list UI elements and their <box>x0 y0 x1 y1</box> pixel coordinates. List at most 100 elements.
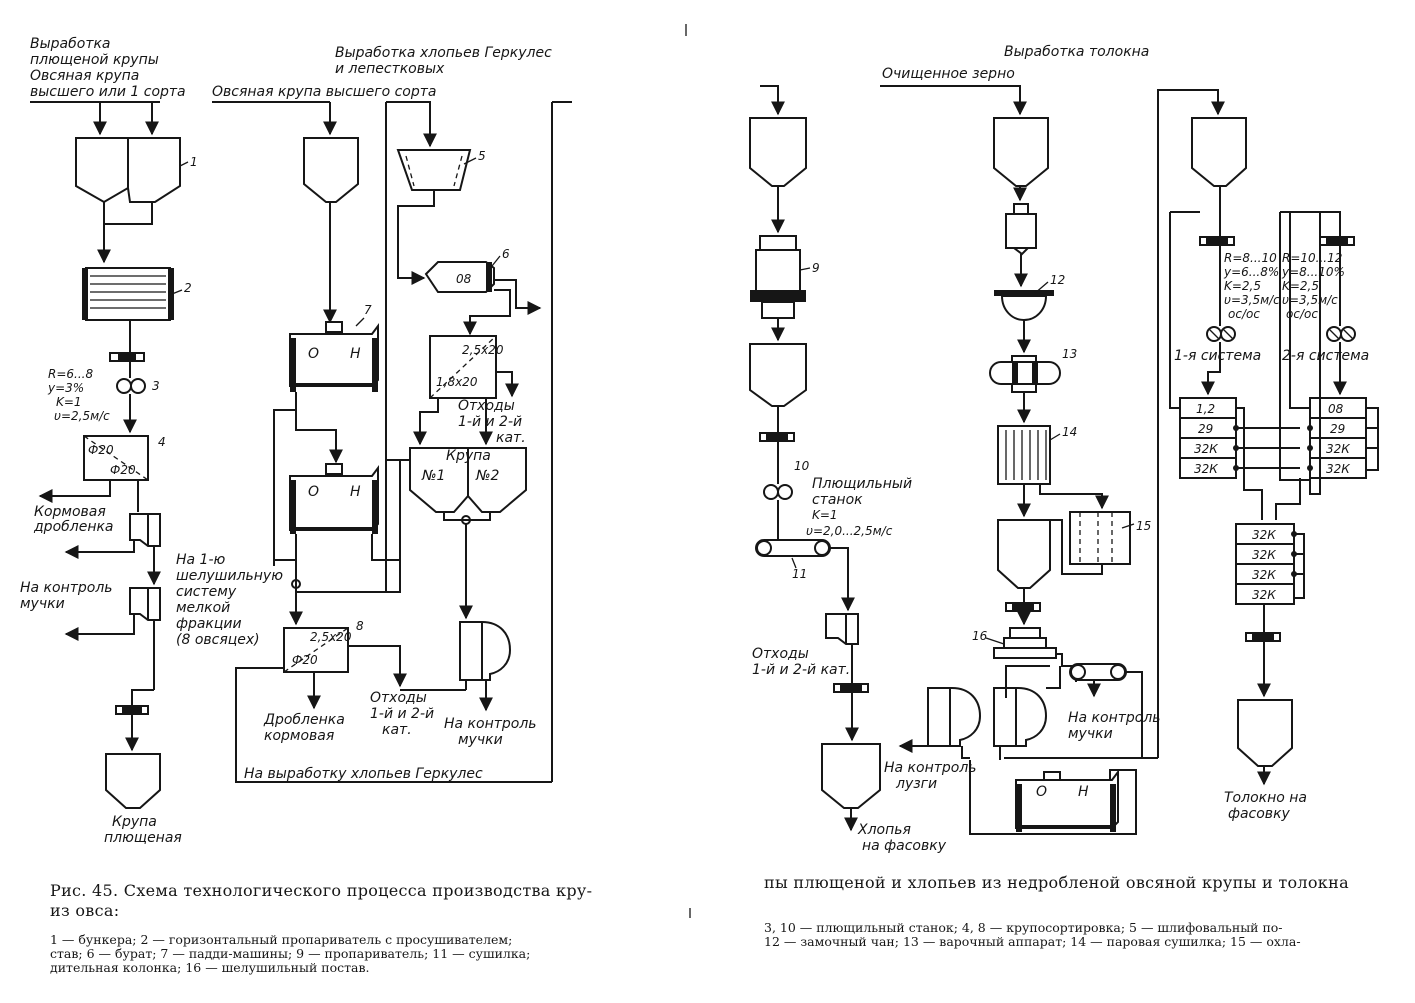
diagram-label: Н <box>1078 784 1089 800</box>
steam-dryer-14: 14 <box>997 425 1109 518</box>
diagram-label: На контроль <box>1068 710 1161 726</box>
bunker-grits: Крупа №1 №2 <box>386 447 527 620</box>
diagram-label: и лепестковых <box>335 61 445 77</box>
diagram-label: 1-я система <box>1174 348 1261 364</box>
diagram-label: 32К <box>1252 568 1276 582</box>
diagram-label: R=6...8 <box>48 367 93 381</box>
diagram-label: дробленка <box>33 519 114 535</box>
horizontal-steamer-2: 2 <box>82 267 192 352</box>
diagram-label: на фасовку <box>862 838 947 854</box>
waste-8-label: Отходы 1-й и 2-й кат. <box>370 690 434 738</box>
sifter-2: 08 29 32К 32К <box>1275 211 1379 520</box>
diagram-label: K=1 <box>812 508 838 522</box>
item-number-label: 5 <box>478 149 486 163</box>
diagram-label: 2,5х20 <box>310 630 352 644</box>
diagram-label: №2 <box>475 468 500 484</box>
diagram-label: Выработка <box>30 36 111 52</box>
diagram-label: высшего или 1 сорта <box>30 84 186 100</box>
diagram-label: плющеной крупы <box>30 52 159 68</box>
aspirator-flakes <box>825 613 869 742</box>
bunker-tolokno-top <box>1157 89 1247 758</box>
diagram-label: υ=2,0...2,5м/с <box>806 524 893 538</box>
item-number-label: 14 <box>1062 425 1077 439</box>
diagram-label: Ф20 <box>88 443 114 457</box>
item-number-label: 13 <box>1062 347 1077 361</box>
diagram-label: систему <box>176 584 237 600</box>
diagram-label: R=8...10 <box>1224 251 1277 265</box>
paddy-machine-7-lower: О Н <box>274 460 401 626</box>
roll-system-1: R=8...10 y=6...8% K=2,5 υ=3,5м/с ос/ос 1… <box>1174 236 1280 396</box>
diagram-label: На контроль <box>884 760 977 776</box>
diagram-label: Дробленка <box>263 712 345 728</box>
diagram-label: K=2,5 <box>1224 279 1261 293</box>
diagram-label: 08 <box>1328 402 1344 416</box>
item-number-label: 11 <box>792 567 807 581</box>
diagram-label: 12 — замочный чан; 13 — варочный аппарат… <box>764 934 1301 949</box>
sifter-1: 1,2 29 32К 32К <box>1179 397 1300 520</box>
input-cleaned-grain: Очищенное зерно <box>882 66 1015 82</box>
diagram-label: 29 <box>1198 422 1213 436</box>
flattening-mill-10: 10 Плющильный станок K=1 υ=2,0...2,5м/с <box>763 459 912 540</box>
waste-right-label: Отходы 1-й и 2-й кат. <box>752 646 850 678</box>
diagram-label: 32К <box>1194 462 1218 476</box>
diagram-label: Рис. 45. Схема технологического процесса… <box>50 881 592 900</box>
diagram-label: 1,8х20 <box>436 375 478 389</box>
diagram-label: На контроль <box>20 580 113 596</box>
diagram-label: 32К <box>1326 462 1350 476</box>
diagram-label: 32К <box>1194 442 1218 456</box>
diagram-label: R=10...12 <box>1282 251 1342 265</box>
bunker-husking <box>997 519 1051 626</box>
diagram-label: 1,2 <box>1196 402 1215 416</box>
diagram-label: 1-й и 2-й <box>370 706 434 722</box>
bunker-flattened-product: Крупа плющеная <box>104 753 182 846</box>
diagram-label: (8 овсяцех) <box>176 632 260 648</box>
diagram-label: кат. <box>496 430 526 446</box>
bunker-hercules <box>212 101 359 324</box>
diagram-label: О <box>308 346 319 362</box>
diagram-label: №1 <box>421 468 445 484</box>
paddy-machine-right: О Н <box>969 760 1137 835</box>
sifter-3: 32К 32К 32К 32К <box>1235 523 1305 698</box>
bunker-tolokno-final: Толокно на фасовку <box>1224 699 1307 822</box>
diagram-label: шелушильную <box>176 568 283 584</box>
aspirator-upper <box>64 513 161 586</box>
pipe-7-return <box>273 409 296 566</box>
item-number-label: 4 <box>158 435 166 449</box>
roll-system-2: R=10...12 y=8...10% K=2,5 υ=3,5м/с ос/ос… <box>1280 211 1369 396</box>
cooling-column-15: 15 <box>1049 511 1151 575</box>
item-number-label: 6 <box>502 247 510 261</box>
diagram-label: 32К <box>1252 588 1276 602</box>
burat-6: 08 6 <box>424 247 542 336</box>
cyclone-right-a <box>898 687 982 759</box>
soaking-vat-12: 12 <box>994 273 1065 354</box>
diagram-label: Н <box>350 484 361 500</box>
diagram-label: Отходы <box>458 398 515 414</box>
to-hercules-label: На выработку хлопьев Геркулес <box>244 766 483 782</box>
diagram-label: 1-й и 2-й <box>458 414 522 430</box>
steamer-9: 9 <box>750 235 820 342</box>
scale <box>1005 203 1037 288</box>
diagram-label: Н <box>350 346 361 362</box>
diagram-label: Отходы <box>370 690 427 706</box>
husk-control-label: На контроль лузги <box>884 760 977 792</box>
diagram-label: υ=2,5м/с <box>54 409 110 423</box>
diagram-label: фасовку <box>1228 806 1291 822</box>
cooker-13: 13 <box>989 347 1077 424</box>
item-number-label: 1 <box>190 155 198 169</box>
item-number-label: 15 <box>1136 519 1151 533</box>
cyclone-left <box>400 621 512 712</box>
diagram-label: 3, 10 — плющильный станок; 4, 8 — крупос… <box>764 920 1283 935</box>
diagram-label: y=8...10% <box>1281 265 1345 279</box>
diagram-label: Ф20 <box>110 463 136 477</box>
bunker-grain <box>880 85 1049 202</box>
diagram-label: Овсяная крупа <box>30 68 139 84</box>
diagram-label: пы плющеной и хлопьев из недробленой овс… <box>764 873 1349 892</box>
diagram-label: О <box>1036 784 1047 800</box>
diagram-label: лузги <box>895 776 937 792</box>
input-oat-groats-premium: Овсяная крупа высшего сорта <box>212 84 437 100</box>
diagram-label: Отходы <box>752 646 809 662</box>
diagram-label: ос/ос <box>1228 307 1260 321</box>
diagram-label: став; 6 — бурат; 7 — падди-машины; 9 — п… <box>50 946 530 961</box>
diagram-label: 08 <box>456 272 472 286</box>
item-number-label: 3 <box>152 379 160 393</box>
